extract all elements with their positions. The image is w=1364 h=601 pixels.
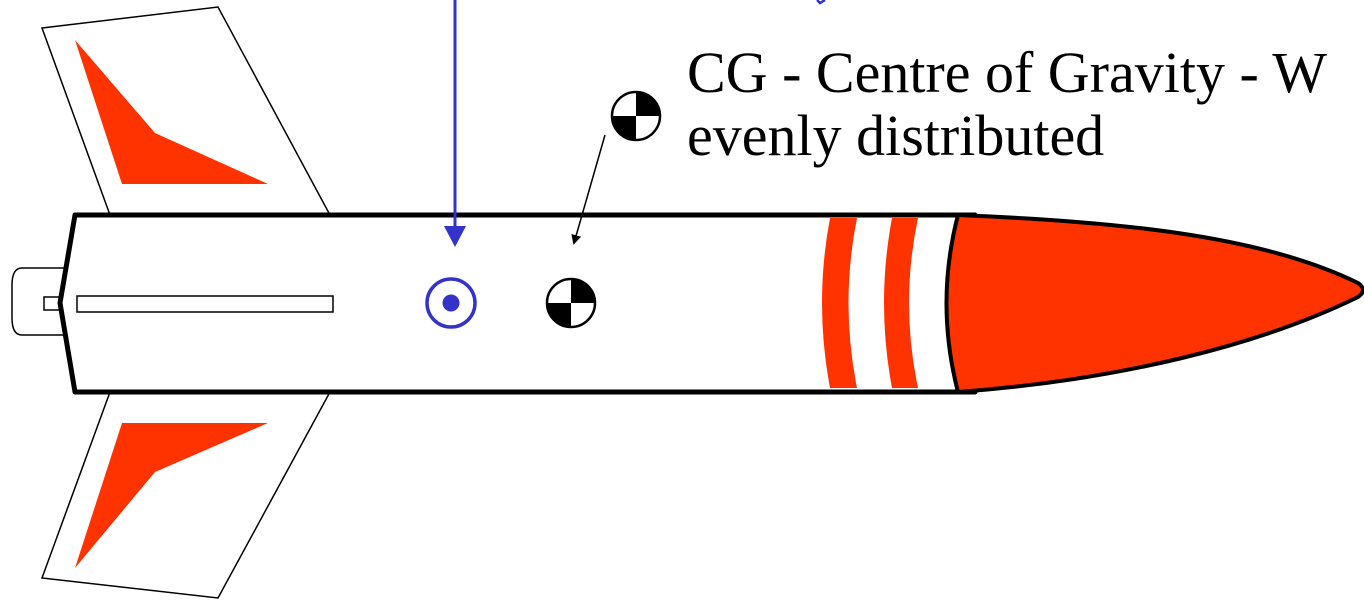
lower-fin [40, 391, 332, 599]
cg-pointer-arrow [571, 134, 606, 245]
cg-description-line-1: CG - Centre of Gravity - W [687, 40, 1327, 105]
nose-cone [944, 213, 1364, 394]
cg-symbol-icon [545, 277, 597, 329]
body-stripes [822, 218, 918, 388]
cg-legend-icon [610, 90, 662, 142]
upper-fin [40, 6, 332, 216]
cp-pointer-arrow [444, 0, 466, 247]
cut-off-text-fragment [816, 0, 826, 5]
body-tube [57, 212, 978, 395]
cp-symbol-icon [425, 277, 477, 329]
cg-description: CG - Centre of Gravity - W evenly distri… [687, 40, 1327, 168]
launch-lug [76, 295, 334, 313]
cg-description-line-2: evenly distributed [687, 102, 1105, 168]
